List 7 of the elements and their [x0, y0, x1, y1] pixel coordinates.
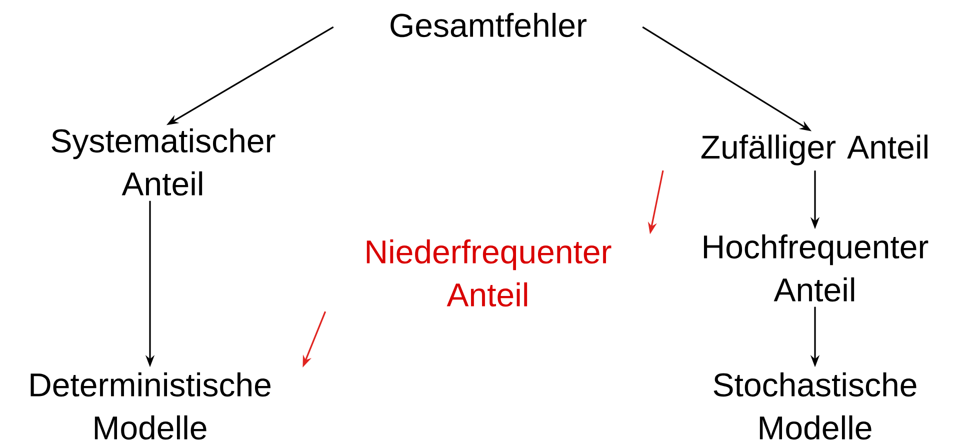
label-text: Hochfrequenter Anteil [704, 234, 928, 302]
label-text: Stochastische Modelle [714, 372, 916, 440]
label-text: Deterministische Modelle [30, 372, 270, 440]
label-text: Niederfrequenter Anteil [366, 239, 612, 307]
label-text: Gesamtfehler [390, 12, 586, 38]
label-text: Zufälliger Anteil [701, 134, 928, 166]
label-text: Systematischer Anteil [52, 128, 276, 196]
